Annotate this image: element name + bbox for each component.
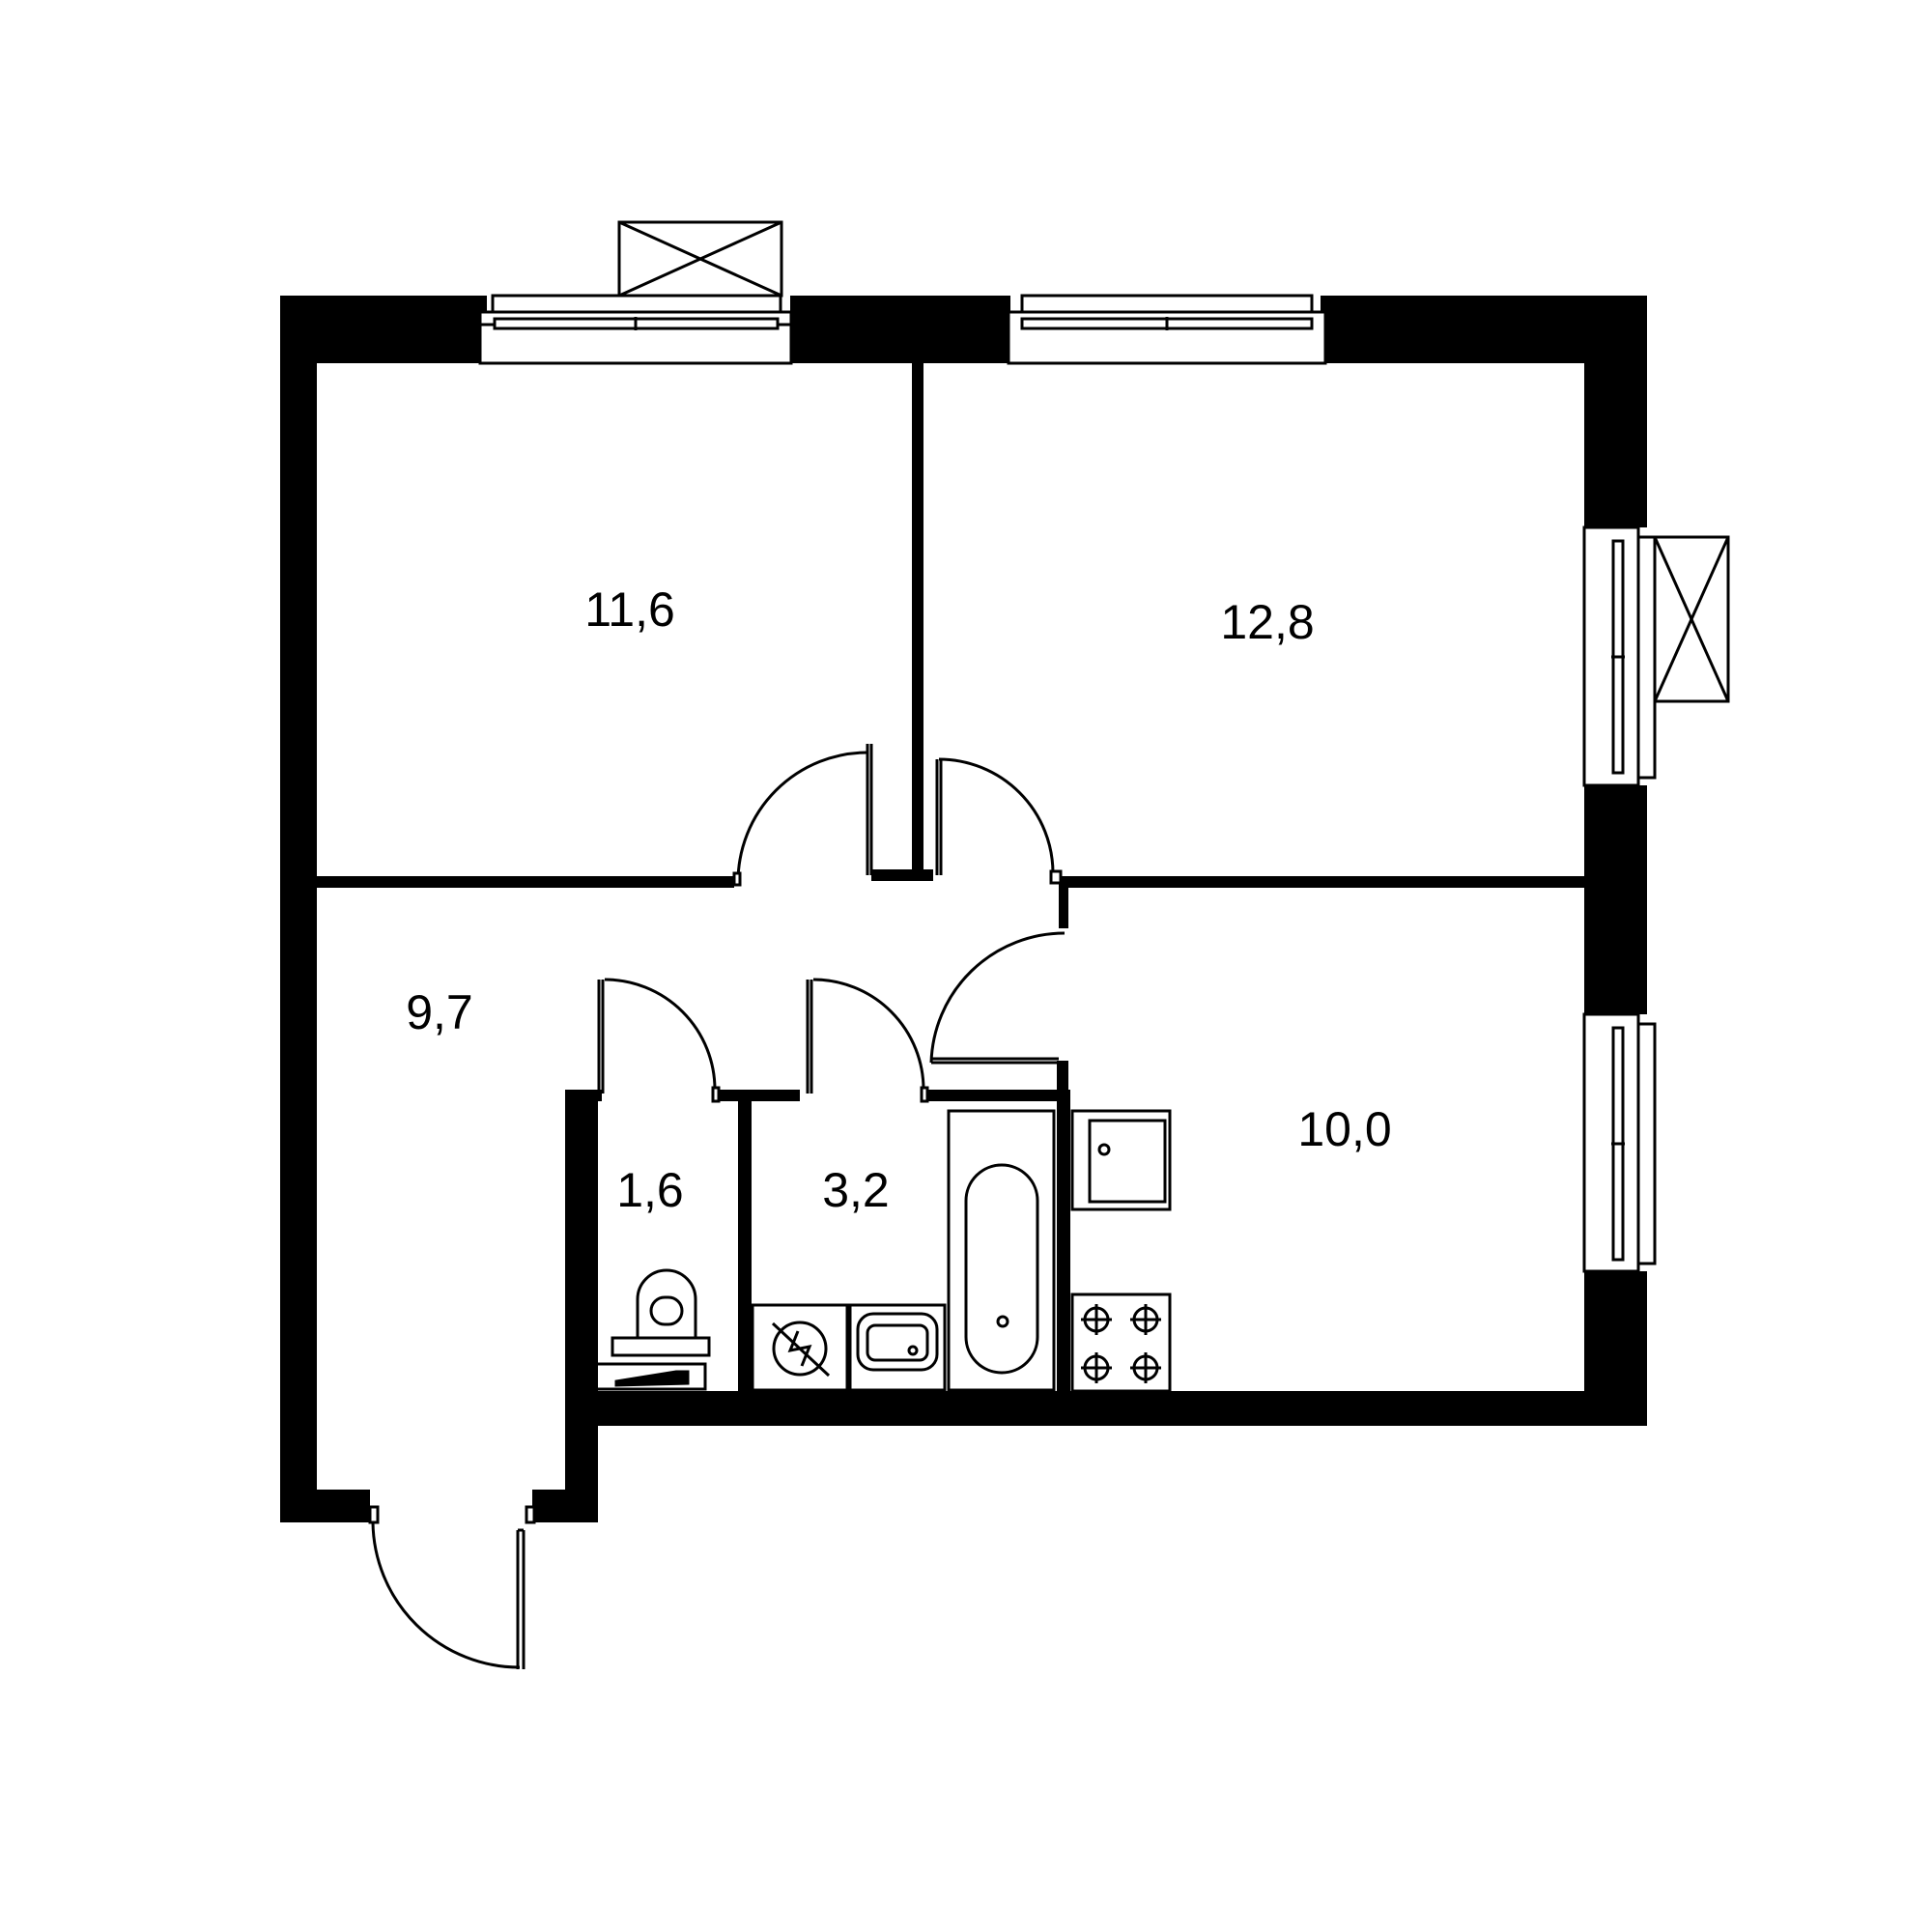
sink-icon — [848, 1303, 947, 1392]
window-icon — [1582, 1012, 1657, 1273]
door-icon — [806, 978, 929, 1103]
ventilation-unit-icon — [617, 220, 783, 298]
window-icon — [1007, 294, 1327, 365]
washing-machine-icon — [751, 1303, 849, 1392]
door-icon — [732, 744, 873, 887]
interior-walls — [317, 363, 1584, 1403]
kitchen-sink-icon — [1070, 1109, 1172, 1211]
room-area-toilet: 1,6 — [616, 1163, 684, 1217]
room-area-kitchen: 10,0 — [1297, 1102, 1391, 1156]
door-icon — [597, 978, 721, 1103]
stove-icon — [1070, 1293, 1172, 1393]
window-icon — [1582, 526, 1657, 787]
ventilation-unit-icon — [1653, 535, 1730, 703]
door-icon — [935, 757, 1063, 885]
window-icon — [478, 294, 793, 365]
door-icon — [929, 931, 1065, 1065]
bathtub-icon — [947, 1109, 1056, 1392]
toilet-icon — [580, 1268, 711, 1391]
exterior-walls — [280, 296, 1647, 1522]
room-area-hallway: 9,7 — [406, 985, 473, 1039]
room-area-bedroom-right: 12,8 — [1220, 595, 1314, 649]
room-area-bathroom: 3,2 — [822, 1163, 890, 1217]
door-icon — [368, 1505, 536, 1669]
room-area-bedroom-left: 11,6 — [584, 582, 675, 637]
